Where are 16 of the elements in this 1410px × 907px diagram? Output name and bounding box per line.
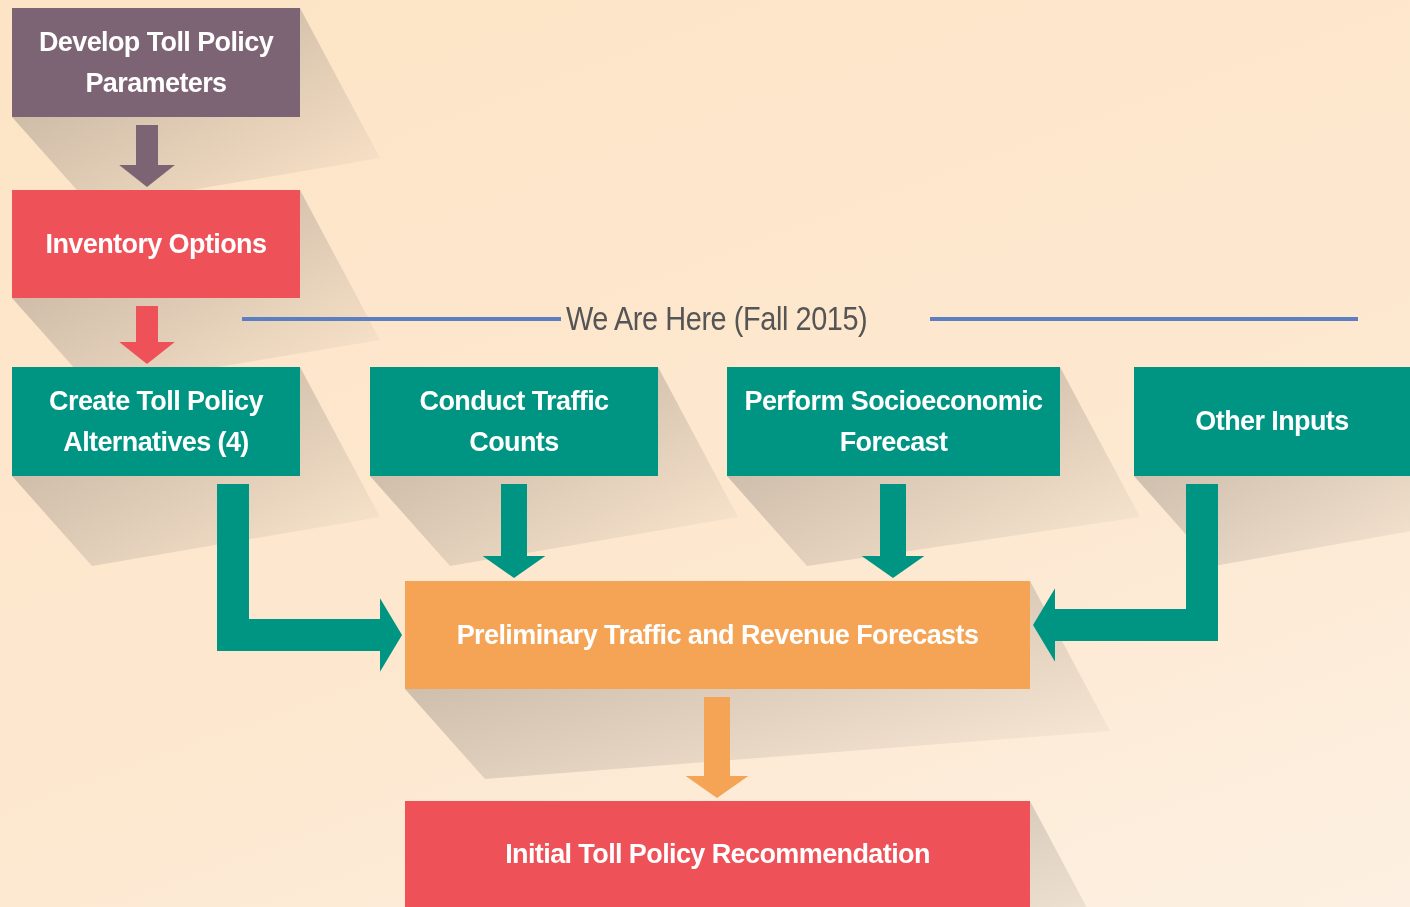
- arrow: [861, 484, 925, 578]
- arrow: [482, 484, 546, 578]
- process-box: Initial Toll Policy Recommendation: [405, 801, 1030, 907]
- arrow: [119, 125, 175, 187]
- arrow: [685, 697, 749, 798]
- process-box: Inventory Options: [12, 190, 300, 298]
- arrow: [217, 484, 402, 672]
- arrow: [119, 306, 175, 364]
- process-box: Develop Toll Policy Parameters: [12, 8, 300, 117]
- process-box: Perform Socioeconomic Forecast: [727, 367, 1060, 476]
- arrow: [1033, 484, 1218, 662]
- process-box: Other Inputs: [1134, 367, 1410, 476]
- process-box: Create Toll Policy Alternatives (4): [12, 367, 300, 476]
- process-box: Preliminary Traffic and Revenue Forecasts: [405, 581, 1030, 689]
- process-box: Conduct Traffic Counts: [370, 367, 658, 476]
- status-label: We Are Here (Fall 2015): [566, 299, 868, 338]
